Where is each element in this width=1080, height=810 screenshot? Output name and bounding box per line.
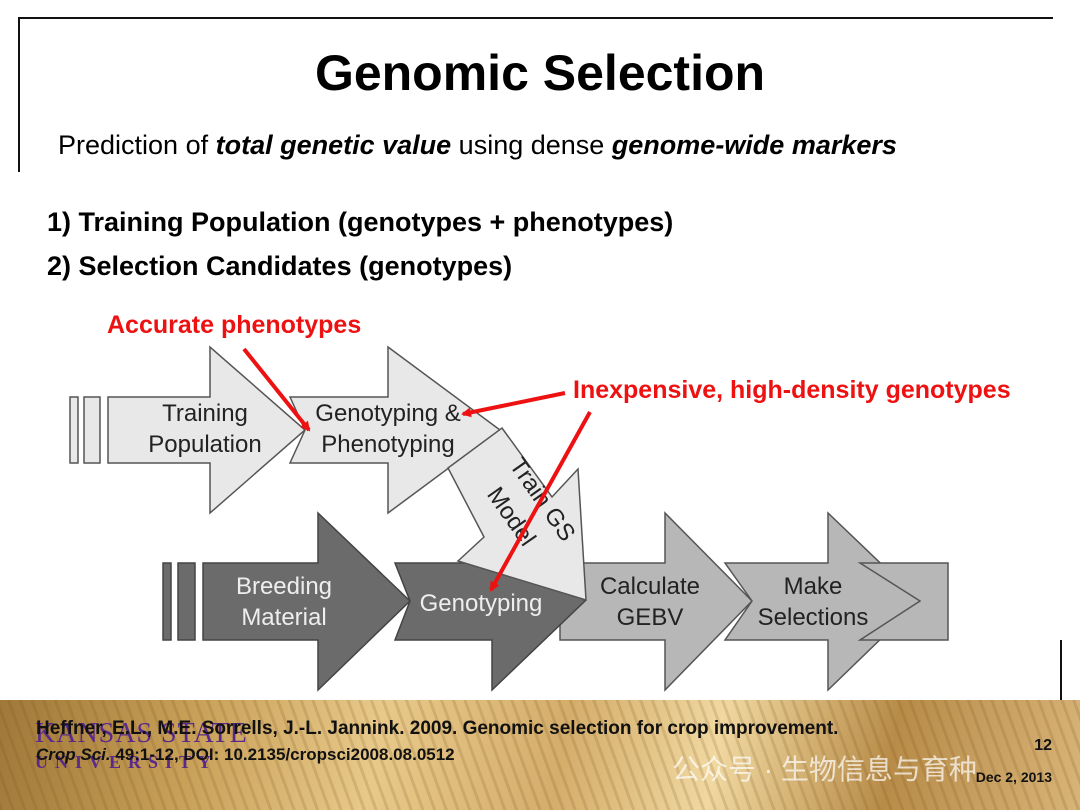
training-row: Training Population Genotyping & Phenoty… — [69, 345, 502, 515]
breeding-material-label-1: Breeding — [236, 573, 332, 600]
genotyping-phenotyping-arrow — [288, 345, 502, 515]
arrow-to-genotyping-training — [461, 391, 566, 418]
genotyping-phenotyping-label-2: Phenotyping — [321, 431, 454, 458]
subtitle-part2: using dense — [451, 130, 612, 160]
training-bar-1 — [69, 396, 79, 464]
watermark-text: 公众号 · 生物信息与育种 — [672, 754, 977, 785]
citation-details: 49:1-12, DOI: 10.2135/cropsci2008.08.051… — [110, 745, 455, 764]
breeding-material-arrow — [202, 511, 412, 692]
university-logo-top: KANSAS STATE — [35, 718, 248, 749]
calculate-gebv-arrow — [559, 511, 754, 692]
left-rule — [18, 17, 20, 172]
training-population-label-2: Population — [148, 431, 261, 458]
point-training: 1) Training Population (genotypes + phen… — [47, 207, 674, 237]
make-selections-label-1: Make — [784, 573, 843, 600]
training-population-arrow — [107, 345, 307, 515]
citation-line-2: Crop Sci. 49:1-12, DOI: 10.2135/cropsci2… — [36, 745, 455, 765]
train-gs-model-arrow — [447, 426, 587, 602]
arrow-to-phenotyping — [242, 347, 311, 432]
breeding-bar-1 — [162, 562, 172, 641]
accurate-phenotypes-note: Accurate phenotypes — [107, 311, 361, 339]
page-number: 12 — [1034, 737, 1052, 754]
calculate-gebv-label-1: Calculate — [600, 573, 700, 600]
subtitle-part1: Prediction of — [58, 130, 216, 160]
slide-date: Dec 2, 2013 — [975, 769, 1052, 785]
make-selections-arrow — [723, 511, 922, 692]
inexpensive-genotypes-note: Inexpensive, high-density genotypes — [573, 376, 1011, 404]
point-selection: 2) Selection Candidates (genotypes) — [47, 251, 513, 281]
genomic-selection-diagram: Training Population Genotyping & Phenoty… — [69, 311, 1011, 692]
training-bar-2 — [83, 396, 101, 464]
university-logo-bottom: UNIVERSITY — [35, 752, 219, 772]
subtitle-emphasis2: genome-wide markers — [611, 130, 897, 160]
slide-title: Genomic Selection — [314, 45, 766, 101]
breeding-row: Breeding Material Genotyping Calculate G… — [162, 511, 949, 692]
slide-subtitle: Prediction of total genetic value using … — [58, 130, 897, 161]
genotyping-phenotyping-label-1: Genotyping & — [315, 400, 460, 427]
calculate-gebv-label-2: GEBV — [617, 604, 684, 631]
genotyping-label: Genotyping — [420, 590, 543, 617]
top-rule — [18, 17, 1053, 19]
citation-line-1: Heffner, E.L., M.E. Sorrells, J.-L. Jann… — [36, 718, 839, 739]
arrow-to-genotyping-breeding — [489, 411, 592, 592]
citation-journal: Crop Sci. — [36, 745, 111, 764]
make-selections-label-2: Selections — [758, 604, 869, 631]
footer-wheat-band — [0, 700, 1080, 810]
subtitle-emphasis1: total genetic value — [215, 130, 452, 160]
breeding-bar-2 — [177, 562, 196, 641]
selections-tail-block — [857, 562, 949, 641]
breeding-material-label-2: Material — [241, 604, 326, 631]
training-population-label-1: Training — [162, 400, 248, 427]
